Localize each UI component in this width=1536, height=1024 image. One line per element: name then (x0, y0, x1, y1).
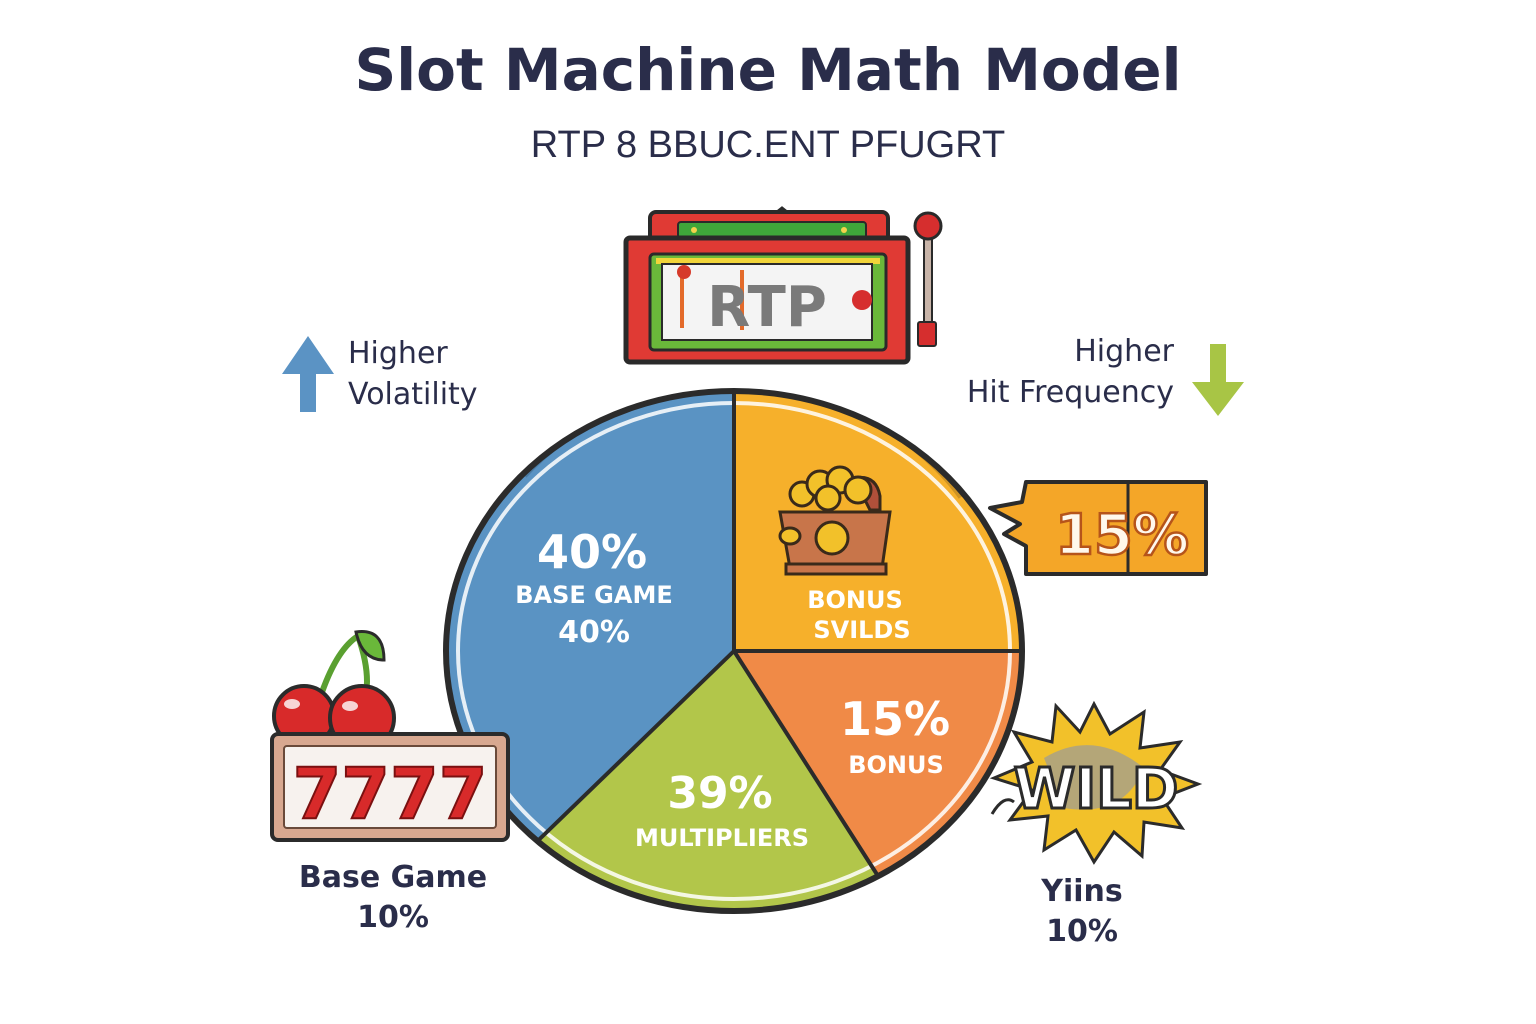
sevens-reel-text: 7777 (293, 753, 488, 835)
slice-multipliers[interactable] (537, 651, 878, 911)
callout-15-text: 15% (1055, 503, 1189, 568)
slice-bonus-wilds-sub: SVILDS (813, 616, 910, 644)
slice-bonus-big: 15% (840, 692, 950, 746)
page-title: Slot Machine Math Model (354, 36, 1182, 104)
rtp-slot-machine-icon: RTP (623, 206, 943, 365)
wild-starburst-icon: WILD (989, 700, 1203, 865)
base-game-10-label: Base Game 10% (298, 860, 488, 935)
percent-15-callout-badge: 15% (988, 480, 1208, 576)
slice-base-game[interactable] (446, 391, 734, 841)
slice-bonus-wilds-label: BONUS (807, 586, 903, 614)
up-arrow-icon (282, 336, 334, 412)
higher-hit-frequency-label: Higher Hit Frequency (966, 334, 1174, 410)
slice-base-big: 40% (537, 525, 647, 579)
slice-base-label: BASE GAME (515, 581, 672, 609)
down-arrow-icon (1192, 344, 1244, 416)
slice-multipliers-label: MULTIPLIERS (635, 824, 809, 852)
treasure-chest-icon (778, 465, 892, 576)
page-subtitle: RTP 8 BBUC.ENT PFUGRT (530, 124, 1006, 166)
higher-volatility-label: Higher Volatility (348, 336, 478, 412)
wins-10-label: Yiins 10% (1041, 874, 1123, 949)
rtp-sign-text: RTP (707, 275, 827, 340)
slice-base-sub: 40% (558, 615, 630, 650)
cherry-sevens-icon: 7777 (270, 630, 510, 842)
wild-badge-text: WILD (1014, 757, 1179, 822)
slice-bonus-label: BONUS (848, 751, 944, 779)
slice-multipliers-big: 39% (667, 768, 772, 819)
